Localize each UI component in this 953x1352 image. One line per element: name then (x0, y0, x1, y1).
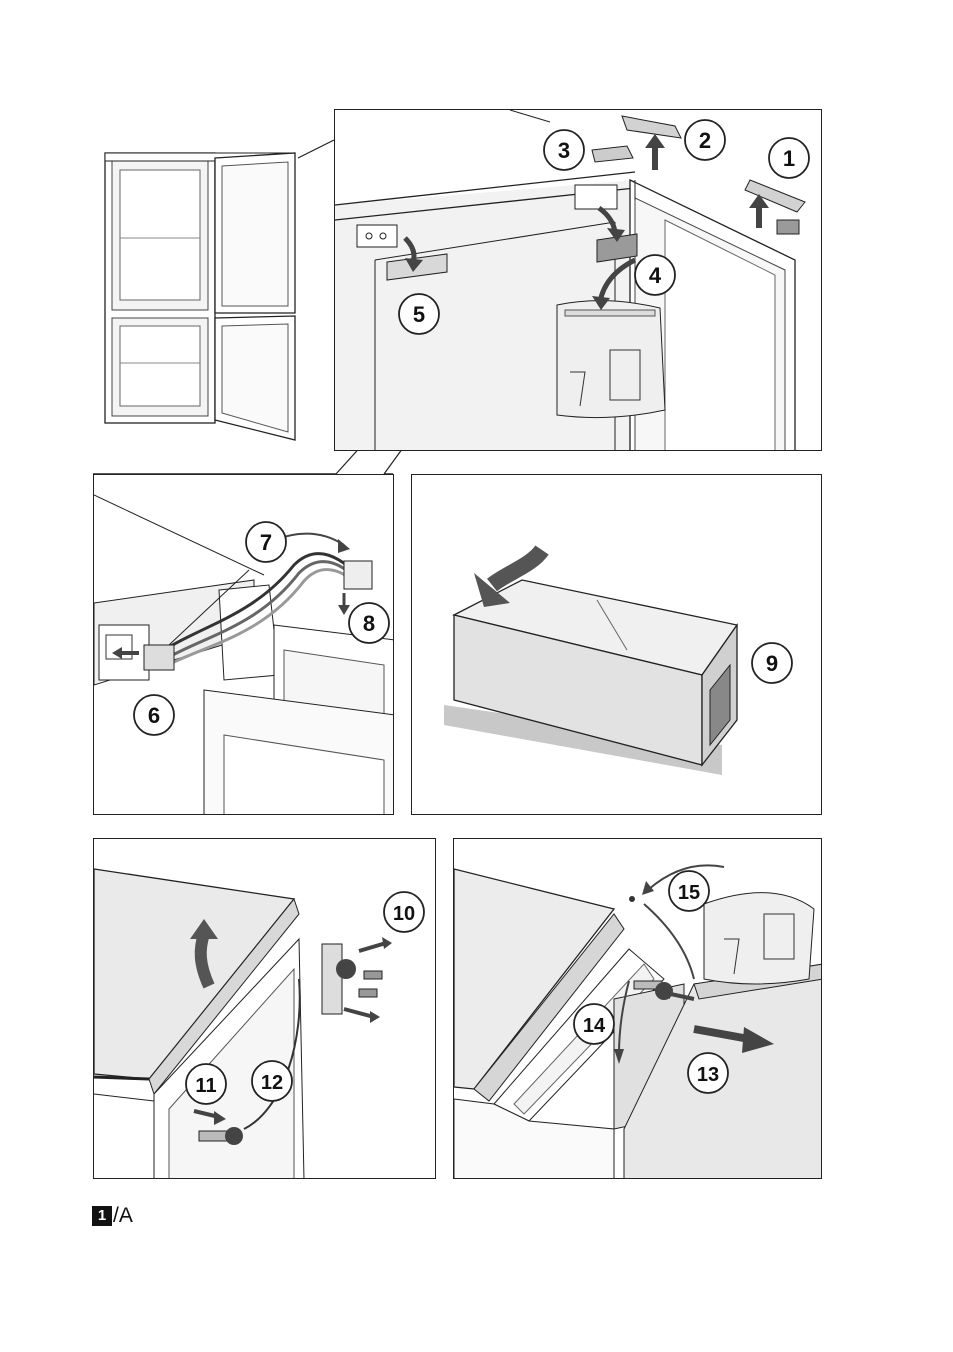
panel-lid-screws: 10 11 12 (93, 838, 436, 1179)
callout-12: 12 (261, 1072, 283, 1094)
callout-5: 5 (413, 302, 425, 327)
panel-cable-connection: 7 8 6 (93, 474, 394, 815)
callout-15: 15 (678, 882, 700, 904)
callout-13: 13 (697, 1064, 719, 1086)
fridge-overview-illustration (100, 148, 300, 448)
callout-3: 3 (558, 138, 570, 163)
callout-10: 10 (393, 903, 415, 925)
callout-8: 8 (363, 611, 375, 636)
callout-7: 7 (260, 530, 272, 555)
callout-4: 4 (649, 263, 662, 288)
panel-remove-covers: 1 2 3 4 5 (334, 109, 822, 451)
callout-6: 6 (148, 703, 160, 728)
panel-fit-cover-box: 9 (411, 474, 822, 815)
figure-number: 1 (92, 1206, 112, 1226)
figure-label: 1 /A (92, 1204, 133, 1228)
callout-9: 9 (766, 651, 778, 676)
callout-11: 11 (195, 1075, 216, 1097)
callout-14: 14 (583, 1015, 606, 1037)
panel-slide-cover: 15 14 13 (453, 838, 822, 1179)
callout-2: 2 (699, 128, 711, 153)
figure-suffix: /A (113, 1204, 133, 1228)
callout-1: 1 (783, 146, 795, 171)
